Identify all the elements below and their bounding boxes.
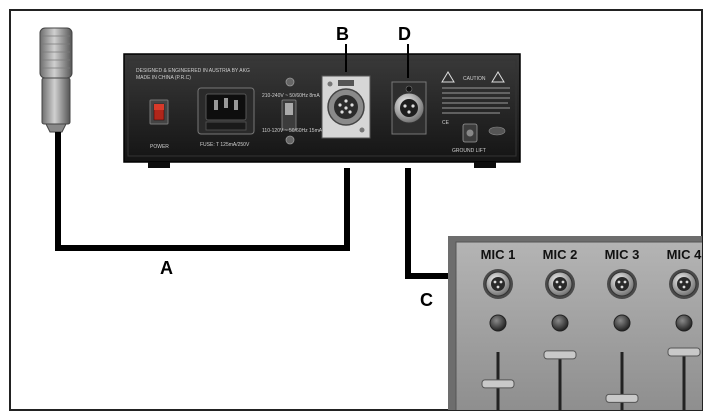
mic-4-pin-3	[682, 285, 686, 289]
mic-3-pin-2	[623, 280, 627, 284]
label-d: D	[398, 24, 411, 44]
cable-a	[55, 132, 350, 251]
mic-4-pin-2	[685, 280, 689, 284]
mic-2-pin-1	[555, 280, 559, 284]
mic-4-xlr-input	[669, 269, 699, 299]
mixer-channel-3: MIC 3	[605, 247, 640, 410]
microphone-grille	[39, 27, 73, 79]
mixer-panel	[455, 241, 702, 410]
unit-foot-right	[474, 162, 496, 168]
mic-1-fader-cap[interactable]	[481, 379, 515, 389]
caution-area: CAUTION CE	[441, 71, 510, 126]
mic-3-xlr-input	[607, 269, 637, 299]
output-connector-d	[391, 81, 427, 135]
ground-lift-switch[interactable]	[462, 123, 478, 143]
mic-3-pin-3	[620, 285, 624, 289]
mixer-channel-1: MIC 1	[481, 247, 516, 410]
mic-4-fader-cap[interactable]	[667, 347, 701, 357]
power-label: POWER	[150, 144, 169, 150]
unit-foot-left	[148, 162, 170, 168]
mic-1-jack-hole	[491, 277, 505, 291]
ce-mark: CE	[442, 120, 450, 126]
mic-2-pin-3	[558, 285, 562, 289]
mic-1-gain-knob[interactable]	[489, 314, 507, 332]
input-connector-b	[321, 75, 371, 139]
brand-line-1: DESIGNED & ENGINEERED IN AUSTRIA BY AKG	[136, 68, 250, 74]
mic-1-label: MIC 1	[481, 247, 516, 262]
mic-2-pin-2	[561, 280, 565, 284]
mixer-channel-4: MIC 4	[667, 247, 702, 410]
mic-4-label: MIC 4	[667, 247, 702, 262]
caution-title: CAUTION	[463, 76, 486, 82]
label-a: A	[160, 258, 173, 278]
mic-2-label: MIC 2	[543, 247, 578, 262]
voltage-selector-switch[interactable]	[281, 99, 297, 131]
microphone-body	[41, 77, 71, 125]
mic-1-xlr-input	[483, 269, 513, 299]
mixer-channel-2: MIC 2	[543, 247, 578, 410]
mic-3-label: MIC 3	[605, 247, 640, 262]
brand-line-2: MADE IN CHINA (P.R.C)	[136, 75, 191, 81]
ground-symbol	[488, 126, 506, 136]
voltage-low-label: 110-120V ~ 50/60Hz 15mA	[262, 128, 323, 134]
mic-2-fader-cap[interactable]	[543, 350, 577, 360]
mic-1-pin-3	[496, 285, 500, 289]
microphone	[39, 27, 73, 133]
mains-socket	[197, 87, 255, 135]
label-c: C	[420, 290, 433, 310]
warning-icon	[441, 71, 455, 83]
voltage-high-label: 210-240V ~ 50/60Hz 8mA	[262, 93, 320, 99]
mic-3-jack-hole	[615, 277, 629, 291]
mic-4-pin-1	[679, 280, 683, 284]
mic-1-pin-2	[499, 280, 503, 284]
mic-2-jack-hole	[553, 277, 567, 291]
mic-4-gain-knob[interactable]	[675, 314, 693, 332]
ground-lift-label: GROUND LIFT	[452, 148, 486, 154]
mic-4-jack-hole	[677, 277, 691, 291]
mic-2-xlr-input	[545, 269, 575, 299]
label-b: B	[336, 24, 349, 44]
shock-warning-icon	[491, 71, 505, 83]
mic-3-gain-knob[interactable]	[613, 314, 631, 332]
power-supply-unit: DESIGNED & ENGINEERED IN AUSTRIA BY AKG …	[123, 53, 521, 168]
mic-1-pin-1	[493, 280, 497, 284]
mic-3-fader-cap[interactable]	[605, 393, 639, 403]
power-switch[interactable]	[149, 99, 169, 125]
fuse-label: FUSE: T 125mA/250V	[200, 142, 250, 148]
mixer-console: MIC 1 MIC 2 MIC 3 MIC 4	[448, 236, 702, 410]
mic-2-gain-knob[interactable]	[551, 314, 569, 332]
mic-3-pin-1	[617, 280, 621, 284]
